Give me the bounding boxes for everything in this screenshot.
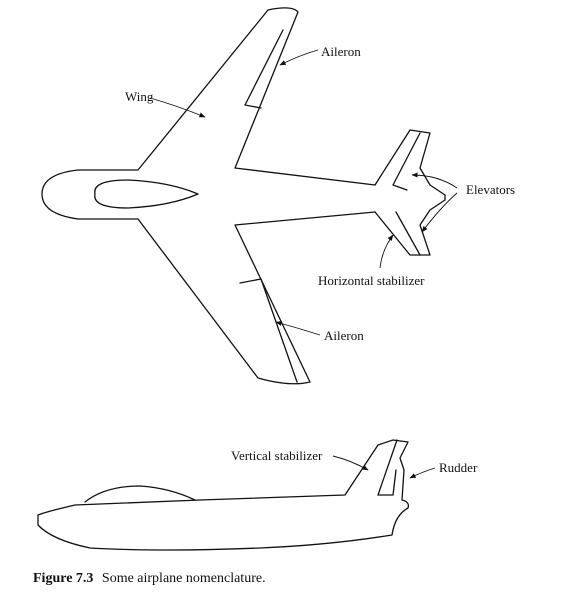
rudder: [377, 439, 398, 496]
canopy-top-view: [94, 179, 199, 209]
figure-caption: Figure 7.3 Some airplane nomenclature.: [33, 571, 266, 586]
label-wing: Wing: [125, 89, 154, 104]
label-rudder: Rudder: [439, 460, 478, 475]
canopy-side: [84, 485, 196, 503]
upper-aileron: [244, 29, 284, 109]
label-horizontal-stabilizer: Horizontal stabilizer: [318, 273, 425, 288]
lower-aileron: [239, 278, 298, 383]
label-aileron-bottom: Aileron: [324, 328, 364, 343]
fuselage-nose: [41, 169, 79, 220]
caption-text: Some airplane nomenclature.: [102, 571, 266, 586]
label-elevators: Elevators: [466, 182, 515, 197]
leaders-top-view: [149, 49, 458, 336]
label-vertical-stabilizer: Vertical stabilizer: [231, 448, 323, 463]
fuselage-side: [37, 439, 410, 551]
lower-elevator: [395, 211, 421, 256]
lower-wing: [77, 211, 376, 385]
airplane-top-view: [41, 7, 446, 385]
lower-horizontal-stabilizer: [374, 199, 446, 256]
upper-elevator: [392, 132, 421, 191]
label-aileron-top: Aileron: [321, 44, 361, 59]
airplane-side-view: [37, 439, 410, 551]
upper-wing: [77, 7, 376, 186]
upper-horizontal-stabilizer: [374, 129, 446, 196]
leaders-side-view: [332, 455, 436, 479]
caption-number: Figure 7.3: [33, 571, 93, 586]
